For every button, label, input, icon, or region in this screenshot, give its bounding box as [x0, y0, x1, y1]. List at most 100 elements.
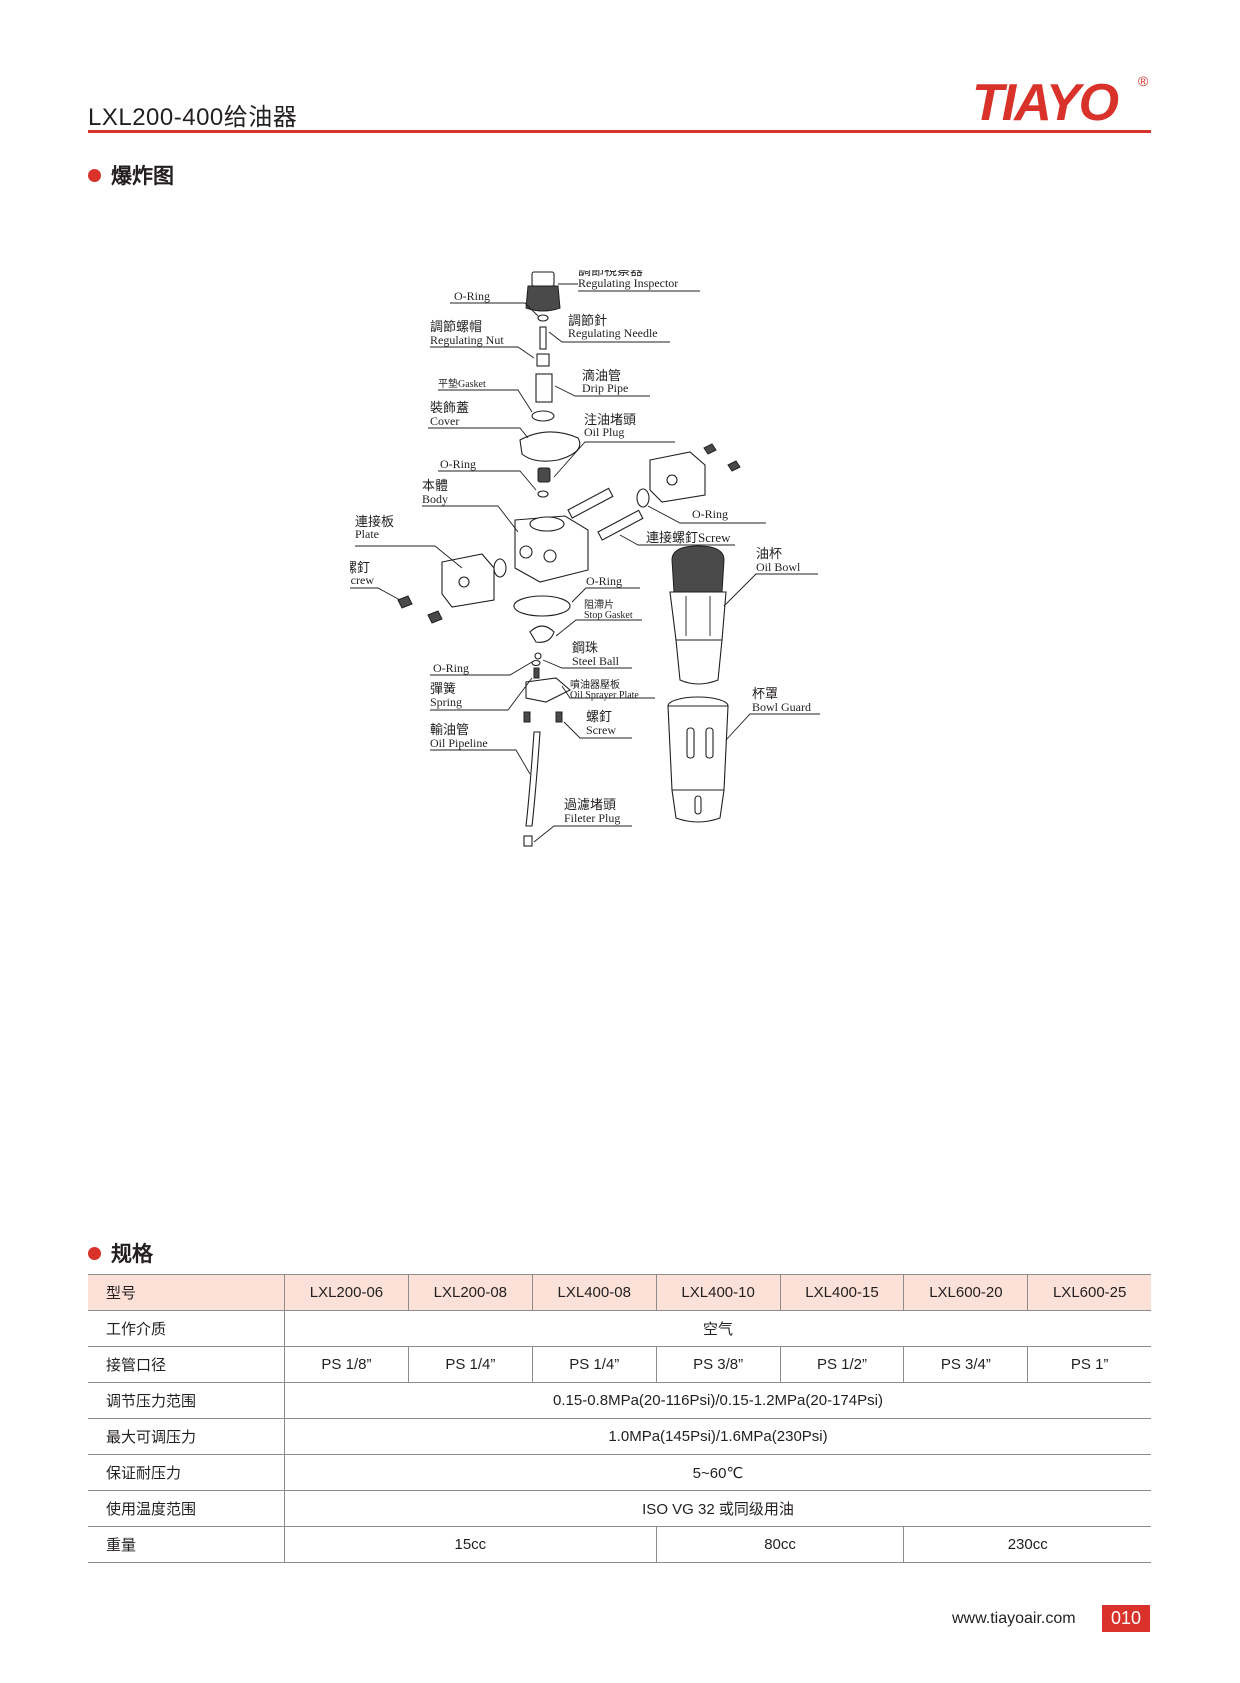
label-sprayer-plate-en: Oil Sprayer Plate — [570, 690, 639, 701]
regulating-inspector-part — [525, 271, 700, 312]
model-cell: LXL400-15 — [780, 1274, 905, 1311]
label-regulating-needle-en: Regulating Needle — [568, 326, 658, 340]
label-regulating-inspector-cn: 調節視察器 — [578, 270, 643, 278]
label-sprayer-plate-cn: 噴油器壓板 — [570, 678, 620, 691]
row-label: 保证耐压力 — [88, 1454, 285, 1491]
label-bowl-guard-en: Bowl Guard — [752, 700, 811, 714]
label-oil-pipeline-cn: 輸油管 — [430, 722, 469, 737]
table-row: 最大可调压力 1.0MPa(145Psi)/1.6MPa(230Psi) — [88, 1418, 1151, 1455]
section-title: 爆炸图 — [111, 165, 174, 188]
label-oil-bowl-en: Oil Bowl — [756, 560, 801, 574]
table-row: 调节压力范围 0.15-0.8MPa(20-116Psi)/0.15-1.2MP… — [88, 1382, 1151, 1419]
label-plate-en: Plate — [355, 527, 379, 541]
label-steel-ball-cn: 鋼珠 — [572, 640, 598, 655]
brand-name: TIAYO — [972, 74, 1119, 132]
oil-bowl-part — [669, 545, 727, 685]
bowl-guard-part — [667, 696, 729, 823]
header-rule — [88, 130, 1151, 133]
label-oil-pipeline-en: Oil Pipeline — [430, 736, 488, 750]
label-screw2-en: Screw — [586, 723, 616, 737]
value-cell: 空气 — [284, 1310, 1151, 1347]
model-cell: LXL200-08 — [408, 1274, 533, 1311]
label-drip-pipe-en: Drip Pipe — [582, 381, 628, 395]
port-cell: PS 1/4” — [408, 1346, 533, 1383]
section-exploded-view: 爆炸图 — [88, 160, 174, 190]
port-cell: PS 1” — [1027, 1346, 1151, 1383]
label-regulating-nut-cn: 調節螺帽 — [430, 319, 482, 334]
bullet-dot-icon — [88, 168, 101, 182]
registered-mark: ® — [1138, 73, 1149, 89]
port-cell: PS 3/8” — [656, 1346, 781, 1383]
value-cell: 1.0MPa(145Psi)/1.6MPa(230Psi) — [284, 1418, 1151, 1455]
label-oil-plug-cn: 注油堵頭 — [584, 412, 636, 427]
port-cell: PS 3/4” — [903, 1346, 1029, 1383]
row-label: 型号 — [88, 1274, 285, 1311]
brand-logo: TIAYO ® — [972, 73, 1149, 132]
row-label: 重量 — [88, 1526, 285, 1563]
label-screw-en: Screw — [350, 573, 374, 587]
page-number: 010 — [1102, 1605, 1150, 1632]
label-regulating-needle-cn: 調節針 — [568, 313, 607, 328]
exploded-diagram: 調節視察器 Regulating Inspector O-Ring 調節針 Re… — [350, 270, 820, 847]
label-spring-en: Spring — [430, 695, 462, 709]
table-row: 接管口径 PS 1/8” PS 1/4” PS 1/4” PS 3/8” PS … — [88, 1346, 1151, 1383]
label-plate-cn: 連接板 — [355, 514, 394, 529]
port-cell: PS 1/2” — [780, 1346, 905, 1383]
table-row: 工作介质 空气 — [88, 1310, 1151, 1347]
row-label: 接管口径 — [88, 1346, 285, 1383]
weight-cell: 230cc — [903, 1526, 1151, 1563]
port-cell: PS 1/4” — [532, 1346, 657, 1383]
label-oring-5: O-Ring — [433, 661, 469, 675]
label-cover-cn: 裝飾蓋 — [430, 400, 469, 415]
table-row: 使用温度范围 ISO VG 32 或同级用油 — [88, 1490, 1151, 1527]
row-label: 使用温度范围 — [88, 1490, 285, 1527]
label-oring-3: O-Ring — [692, 507, 728, 521]
page-title: LXL200-400给油器 — [88, 104, 298, 131]
label-stop-gasket-cn: 阻滯片 — [584, 598, 614, 611]
label-oring-1: O-Ring — [454, 289, 490, 303]
model-cell: LXL200-06 — [284, 1274, 409, 1311]
body-part — [514, 515, 589, 583]
label-oring-2: O-Ring — [440, 457, 476, 471]
bullet-dot-icon — [88, 1246, 101, 1260]
label-connect-screw: 連接螺釘Screw — [646, 530, 731, 545]
weight-cell: 15cc — [284, 1526, 657, 1563]
label-stop-gasket-en: Stop Gasket — [584, 610, 633, 621]
label-filter-plug-en: Fileter Plug — [564, 811, 620, 825]
model-cell: LXL400-10 — [656, 1274, 781, 1311]
label-filter-plug-cn: 過濾堵頭 — [564, 797, 616, 812]
label-spring-cn: 彈簧 — [430, 681, 456, 696]
label-body-en: Body — [422, 492, 448, 506]
section-specs: 规格 — [88, 1238, 153, 1268]
label-oil-bowl-cn: 油杯 — [756, 546, 782, 561]
row-label: 最大可调压力 — [88, 1418, 285, 1455]
label-steel-ball-en: Steel Ball — [572, 654, 620, 668]
table-row: 重量 15cc 80cc 230cc — [88, 1526, 1151, 1563]
port-cell: PS 1/8” — [284, 1346, 409, 1383]
label-screw-cn: 螺釘 — [350, 560, 370, 575]
section-title: 规格 — [111, 1243, 153, 1266]
value-cell: 0.15-0.8MPa(20-116Psi)/0.15-1.2MPa(20-17… — [284, 1382, 1151, 1419]
label-bowl-guard-cn: 杯罩 — [752, 686, 778, 701]
label-oil-plug-en: Oil Plug — [584, 425, 624, 439]
label-drip-pipe-cn: 滴油管 — [582, 368, 621, 383]
value-cell: ISO VG 32 或同级用油 — [284, 1490, 1151, 1527]
row-label: 调节压力范围 — [88, 1382, 285, 1419]
label-regulating-inspector-en: Regulating Inspector — [578, 276, 678, 290]
row-label: 工作介质 — [88, 1310, 285, 1347]
label-cover-en: Cover — [430, 414, 459, 428]
label-body-cn: 本體 — [422, 478, 448, 493]
weight-cell: 80cc — [656, 1526, 905, 1563]
label-screw2-cn: 螺釘 — [586, 709, 612, 724]
model-cell: LXL600-20 — [903, 1274, 1029, 1311]
spec-table: 型号 LXL200-06 LXL200-08 LXL400-08 LXL400-… — [88, 1274, 1151, 1563]
table-row: 型号 LXL200-06 LXL200-08 LXL400-08 LXL400-… — [88, 1274, 1151, 1311]
label-gasket: 平墊Gasket — [438, 377, 486, 390]
label-regulating-nut-en: Regulating Nut — [430, 333, 504, 347]
value-cell: 5~60℃ — [284, 1454, 1151, 1491]
website-link[interactable]: www.tiayoair.com — [952, 1610, 1076, 1627]
label-oring-4: O-Ring — [586, 574, 622, 588]
model-cell: LXL600-25 — [1027, 1274, 1151, 1311]
model-cell: LXL400-08 — [532, 1274, 657, 1311]
table-row: 保证耐压力 5~60℃ — [88, 1454, 1151, 1491]
